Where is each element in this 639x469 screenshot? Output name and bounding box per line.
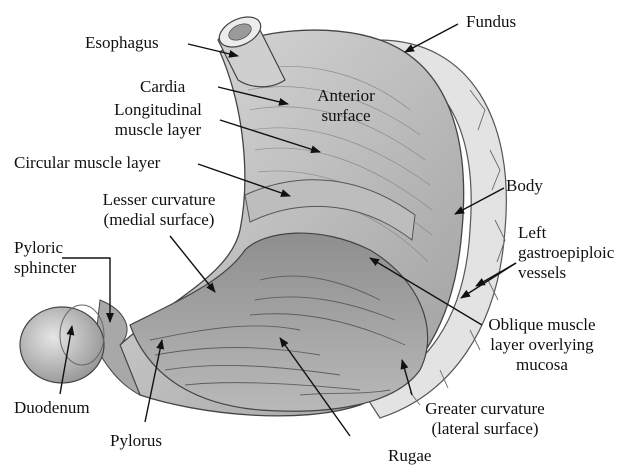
label-longitudinal-muscle-layer: Longitudinal muscle layer <box>88 100 228 140</box>
duodenum-shape <box>20 307 104 383</box>
label-duodenum: Duodenum <box>14 398 90 418</box>
label-esophagus: Esophagus <box>85 33 159 53</box>
label-rugae: Rugae <box>388 446 431 466</box>
label-cardia: Cardia <box>140 77 185 97</box>
label-anterior-surface: Anterior surface <box>306 86 386 126</box>
label-left-gastroepiploic-vessels: Left gastroepiploic vessels <box>518 223 614 283</box>
label-pyloric-sphincter: Pyloric sphincter <box>14 238 76 278</box>
label-oblique-muscle-layer: Oblique muscle layer overlying mucosa <box>468 315 616 375</box>
arrow-fundus <box>405 24 458 52</box>
label-greater-curvature: Greater curvature (lateral surface) <box>410 399 560 439</box>
label-circular-muscle-layer: Circular muscle layer <box>14 153 160 173</box>
arrow-lesser <box>170 236 215 292</box>
label-body: Body <box>506 176 543 196</box>
label-fundus: Fundus <box>466 12 516 32</box>
label-lesser-curvature: Lesser curvature (medial surface) <box>93 190 225 230</box>
label-pylorus: Pylorus <box>110 431 162 451</box>
